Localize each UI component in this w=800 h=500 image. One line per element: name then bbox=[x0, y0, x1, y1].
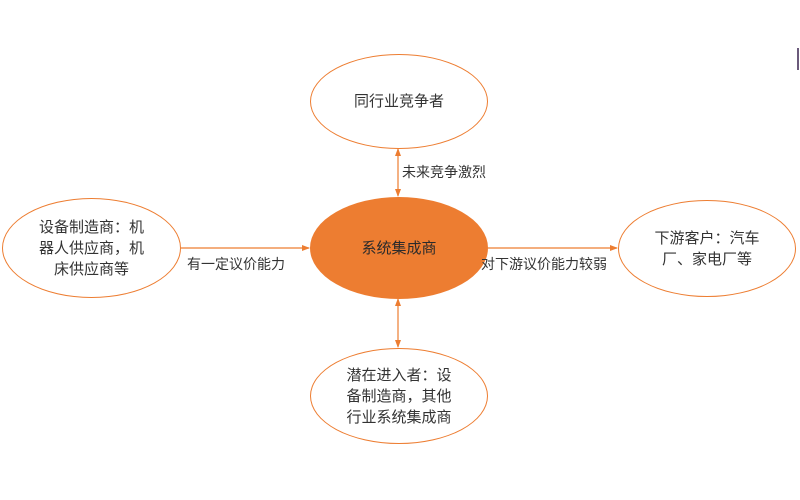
node-downstream-customers: 下游客户：汽车 厂、家电厂等 bbox=[618, 200, 796, 297]
node-system-integrator-label: 系统集成商 bbox=[361, 238, 437, 257]
node-peer-competitors: 同行业竞争者 bbox=[310, 54, 488, 149]
node-potential-entrants-line-3: 行业系统集成商 bbox=[346, 407, 452, 426]
node-equipment-suppliers-label: 设备制造商：机 器人供应商，机 床供应商等 bbox=[39, 217, 144, 280]
node-equipment-suppliers-line-3: 床供应商等 bbox=[53, 259, 129, 278]
node-potential-entrants-line-1: 潜在进入者：设 bbox=[346, 365, 452, 384]
node-potential-entrants-label: 潜在进入者：设 备制造商，其他 行业系统集成商 bbox=[346, 365, 451, 428]
node-system-integrator: 系统集成商 bbox=[310, 197, 488, 299]
edge-marker-bar bbox=[797, 48, 799, 70]
edge-left-label: 有一定议价能力 bbox=[187, 257, 285, 273]
node-potential-entrants: 潜在进入者：设 备制造商，其他 行业系统集成商 bbox=[310, 348, 488, 444]
node-downstream-customers-label: 下游客户：汽车 厂、家电厂等 bbox=[654, 228, 759, 270]
node-equipment-suppliers: 设备制造商：机 器人供应商，机 床供应商等 bbox=[2, 198, 181, 298]
node-downstream-customers-line-1: 下游客户：汽车 bbox=[654, 228, 760, 247]
edge-top-label: 未来竞争激烈 bbox=[402, 165, 486, 181]
node-downstream-customers-line-2: 厂、家电厂等 bbox=[661, 249, 752, 268]
node-equipment-suppliers-line-2: 器人供应商，机 bbox=[38, 238, 144, 257]
node-peer-competitors-label: 同行业竞争者 bbox=[353, 92, 444, 110]
edge-right-label: 对下游议价能力较弱 bbox=[481, 257, 607, 273]
node-potential-entrants-line-2: 备制造商，其他 bbox=[346, 386, 452, 405]
node-equipment-suppliers-line-1: 设备制造商：机 bbox=[38, 217, 144, 236]
